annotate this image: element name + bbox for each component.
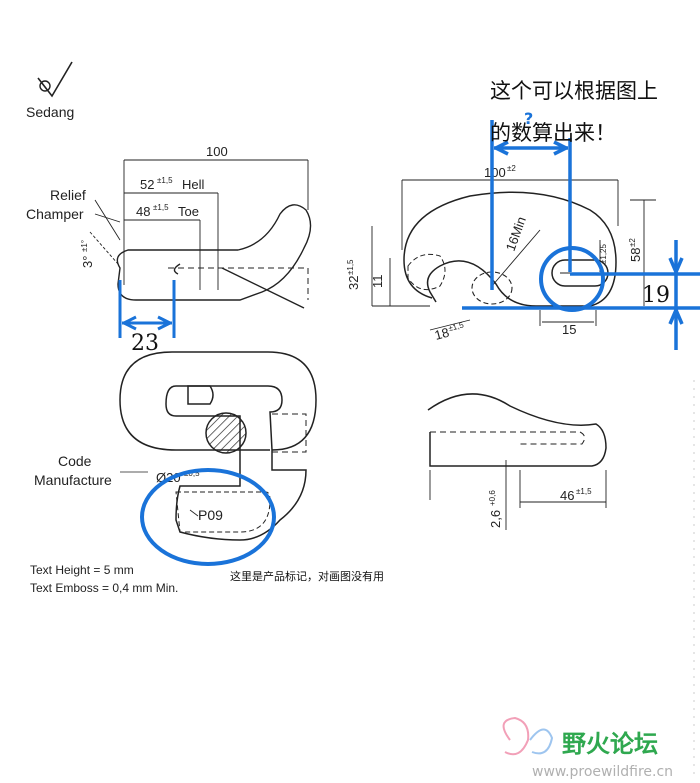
- logo-text: Sedang: [26, 104, 74, 120]
- annotation-calc-line1: 这个可以根据图上: [490, 79, 658, 103]
- dim-46-label: 46: [560, 488, 574, 503]
- blue-dimension-overlay: [462, 120, 700, 350]
- dim-58-tol: ±2: [628, 238, 637, 247]
- dim-r100-label: 100: [484, 165, 506, 180]
- dim-52-label: 52: [140, 177, 154, 192]
- annotation-23: 23: [131, 331, 159, 356]
- relief-label: Relief: [50, 187, 86, 203]
- dim-18: 18 ±1,5: [433, 320, 465, 343]
- dim-1-25-label: ±1,25: [599, 243, 608, 264]
- dim-48-label: 48: [136, 204, 150, 219]
- dim-18-tol: ±1,5: [447, 320, 465, 333]
- product-code: P09: [198, 507, 223, 523]
- dim-52-name: Hell: [182, 177, 205, 192]
- blue-circle-slot: [539, 246, 605, 312]
- dim-11-label: 11: [370, 275, 385, 289]
- annotation-question: ?: [524, 109, 533, 128]
- right-bottom-dimension-lines: [429, 460, 607, 530]
- butterfly-icon: [502, 716, 530, 756]
- dim-11: 11: [370, 275, 385, 289]
- annotation-calc-line2: 的数算出来！: [490, 121, 616, 145]
- watermark-name: 野火论坛: [562, 730, 658, 758]
- code-label: Code: [58, 453, 92, 469]
- dim-32-tol: ±1,5: [346, 259, 355, 275]
- dim-100-label: 100: [206, 144, 228, 159]
- dim-20-tol: ±0,5: [184, 469, 200, 478]
- manufacture-label: Manufacture: [34, 472, 112, 488]
- champer-label: Champer: [26, 206, 84, 222]
- dim-52-tol: ±1,5: [157, 176, 173, 185]
- sedang-logo: Sedang: [26, 61, 74, 120]
- blue-circle-code: [140, 468, 276, 566]
- dim-3deg-label: 3°: [80, 256, 95, 268]
- dim-48-tol: ±1,5: [153, 203, 169, 212]
- dim-2-6: 2,6 +0,6: [488, 490, 503, 528]
- annotation-mark-note: 这里是产品标记，对画图没有用: [230, 569, 384, 583]
- dim-1-25: ±1,25: [599, 243, 608, 264]
- dim-32-label: 32: [346, 276, 361, 290]
- dim-58: 58 ±2: [628, 238, 643, 262]
- product-code-leader: [189, 509, 199, 517]
- dim-15-label: 15: [562, 322, 576, 337]
- dim-2-6-tol: +0,6: [488, 490, 497, 506]
- dim-32: 32 ±1,5: [346, 259, 361, 290]
- dim-18-label: 18: [433, 325, 451, 343]
- left-side-view: [116, 204, 312, 309]
- left-dimension-lines: [89, 159, 309, 290]
- dim-3deg: 3° ±1°: [80, 240, 95, 268]
- right-bottom-view: [427, 393, 607, 467]
- annotation-19: 19: [642, 283, 670, 308]
- dim-58-label: 58: [628, 248, 643, 262]
- watermark: 野火论坛 www.proewildfire.cn: [502, 716, 673, 780]
- blue-dimension-23: [118, 280, 176, 338]
- watermark-url: www.proewildfire.cn: [532, 764, 673, 780]
- dim-48-name: Toe: [178, 204, 199, 219]
- dim-3deg-tol: ±1°: [80, 240, 89, 252]
- dim-46-tol: ±1,5: [576, 487, 592, 496]
- dim-r100-tol: ±2: [507, 164, 516, 173]
- note-text-height: Text Height = 5 mm: [30, 563, 134, 577]
- right-side-view: [403, 191, 617, 307]
- note-text-emboss: Text Emboss = 0,4 mm Min.: [30, 581, 178, 595]
- butterfly-wing-icon: [529, 728, 554, 755]
- dim-2-6-label: 2,6: [488, 510, 503, 528]
